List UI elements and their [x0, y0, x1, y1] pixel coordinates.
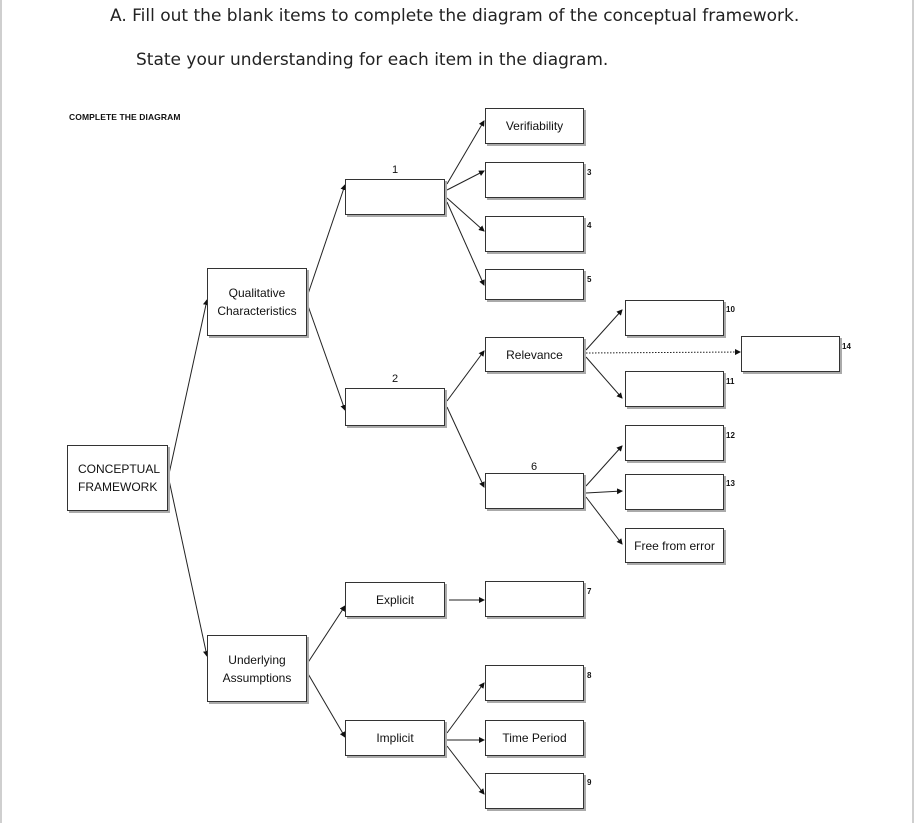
- blank-9-box[interactable]: [485, 773, 584, 809]
- blank-12-number: 12: [726, 431, 735, 440]
- blank-7-box[interactable]: [485, 581, 584, 617]
- blank-4-number: 4: [587, 221, 592, 230]
- arrow-1-verifiability: [446, 120, 485, 185]
- arrow-6-12: [585, 445, 623, 487]
- root-label-line-1: CONCEPTUAL: [78, 462, 161, 476]
- blank-11-box[interactable]: [625, 371, 724, 407]
- implicit-box: Implicit: [345, 720, 445, 756]
- relevance-box: Relevance: [485, 337, 584, 372]
- blank-11-number: 11: [726, 377, 735, 386]
- blank-3-number: 3: [587, 168, 592, 177]
- arrow-1-blank3: [446, 170, 485, 191]
- arrow-underlying-explicit: [306, 605, 346, 665]
- conceptual-framework-box: CONCEPTUAL FRAMEWORK: [67, 445, 168, 511]
- verifiability-box: Verifiability: [485, 108, 584, 144]
- blank-8-box[interactable]: [485, 665, 584, 701]
- arrow-relevance-11: [585, 356, 623, 399]
- blank-6-box[interactable]: [485, 473, 584, 509]
- arrow-relevance-10: [585, 309, 623, 351]
- blank-1-box[interactable]: [345, 179, 445, 215]
- blank-10-box[interactable]: [625, 300, 724, 336]
- blank-13-box[interactable]: [625, 474, 724, 510]
- qualitative-label-line-2: Characteristics: [217, 304, 297, 318]
- blank-2-box[interactable]: [345, 388, 445, 426]
- qualitative-label-line-1: Qualitative: [228, 286, 286, 300]
- underlying-assumptions-box: Underlying Assumptions: [207, 635, 307, 702]
- arrow-6-free-from-error: [585, 496, 623, 545]
- arrow-2-relevance: [446, 350, 485, 402]
- arrow-1-blank5: [446, 201, 485, 286]
- arrow-2-blank6: [446, 406, 485, 488]
- blank-13-number: 13: [726, 479, 735, 488]
- arrow-relevance-14: [585, 349, 741, 356]
- explicit-box: Explicit: [345, 582, 445, 617]
- arrow-qualitative-1: [306, 184, 347, 298]
- blank-1-number: 1: [392, 164, 399, 176]
- blank-2-number: 2: [392, 373, 399, 385]
- arrow-underlying-implicit: [306, 671, 346, 738]
- blank-4-box[interactable]: [485, 216, 584, 252]
- blank-14-box[interactable]: [741, 336, 840, 372]
- blank-8-number: 8: [587, 671, 592, 680]
- blank-14-number: 14: [842, 342, 851, 351]
- blank-5-number: 5: [587, 275, 592, 284]
- page-border-right: [912, 0, 914, 823]
- blank-6-number: 6: [531, 461, 538, 473]
- blank-12-box[interactable]: [625, 425, 724, 461]
- diagram-subtitle: COMPLETE THE DIAGRAM: [69, 112, 181, 122]
- arrow-root-underlying: [168, 479, 209, 657]
- underlying-label-line-2: Assumptions: [222, 670, 292, 685]
- blank-10-number: 10: [726, 305, 735, 314]
- root-label-line-2: FRAMEWORK: [78, 480, 158, 494]
- free-from-error-box: Free from error: [625, 528, 724, 563]
- arrow-6-13: [585, 488, 623, 495]
- qualitative-characteristics-box: Qualitative Characteristics: [207, 268, 307, 336]
- instruction-line-1: A. Fill out the blank items to complete …: [110, 6, 800, 26]
- blank-7-number: 7: [587, 587, 592, 596]
- page-border-left: [0, 0, 2, 823]
- time-period-box: Time Period: [485, 720, 584, 756]
- blank-5-box[interactable]: [485, 269, 584, 300]
- arrow-qualitative-2: [306, 302, 347, 411]
- arrow-implicit-9: [446, 745, 485, 795]
- blank-3-box[interactable]: [485, 162, 584, 198]
- arrow-implicit-8: [446, 682, 485, 734]
- underlying-label-line-1: Underlying: [228, 652, 286, 667]
- arrow-1-blank4: [446, 197, 485, 232]
- arrow-root-qualitative: [168, 299, 209, 475]
- blank-9-number: 9: [587, 778, 592, 787]
- instruction-line-2: State your understanding for each item i…: [136, 50, 609, 70]
